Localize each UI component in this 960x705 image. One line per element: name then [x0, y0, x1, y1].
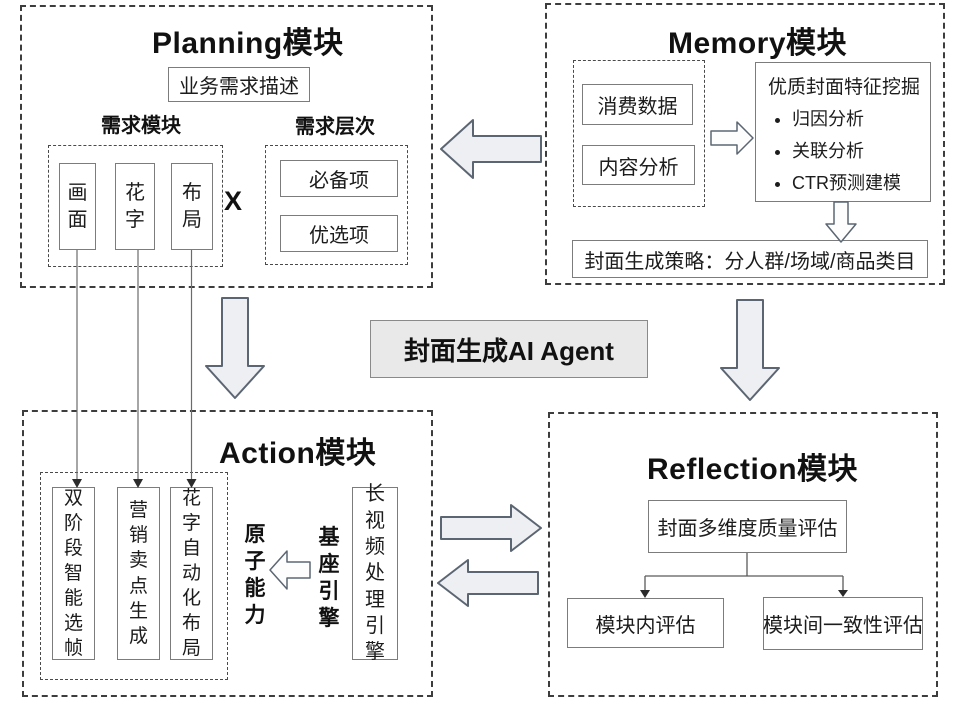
selling-point-box: 营销卖点生成 — [117, 487, 160, 660]
feature-bullet-attribution: 归因分析 — [792, 105, 924, 131]
reflection-module-title: Reflection模块 — [647, 453, 859, 486]
base-engine-label: 基座引擎 — [318, 526, 340, 630]
inter-module-eval-label: 模块间一致性评估 — [763, 615, 923, 637]
business-requirement-box: 业务需求描述 — [168, 67, 310, 102]
cover-strategy-label: 封面生成策略：分人群/场域/商品类目 — [584, 250, 916, 273]
frame-selection-label: 双阶段智能选帧 — [63, 487, 83, 660]
inter-module-eval-box: 模块间一致性评估 — [763, 597, 923, 650]
arrow-planning-to-action-icon — [205, 297, 265, 399]
preferred-item-box: 优选项 — [280, 215, 398, 252]
reflection-module-frame — [548, 412, 938, 697]
arrow-feature-to-strategy-icon — [825, 201, 857, 243]
cover-strategy-box: 封面生成策略：分人群/场域/商品类目 — [572, 240, 928, 278]
demand-item-frame-label: 画面 — [67, 182, 88, 231]
feature-mining-box: 优质封面特征挖掘 归因分析 关联分析 CTR预测建模 — [755, 62, 931, 202]
intra-module-eval-label: 模块内评估 — [595, 614, 696, 637]
text-layout-box: 花字自动化布局 — [170, 487, 213, 660]
demand-item-text-box: 花字 — [115, 163, 155, 250]
atomic-capability-group — [40, 472, 228, 680]
arrow-engine-to-atomic-icon — [269, 550, 311, 590]
arrow-memory-to-planning-icon — [440, 119, 542, 179]
feature-bullet-correlation: 关联分析 — [792, 137, 924, 163]
cross-product-symbol: X — [224, 186, 243, 216]
arrow-reflection-to-action-icon — [437, 559, 539, 607]
quality-eval-label: 封面多维度质量评估 — [657, 518, 838, 540]
demand-level-label: 需求层次 — [295, 116, 375, 138]
action-module-frame — [22, 410, 433, 697]
selling-point-label: 营销卖点生成 — [128, 500, 148, 647]
action-module-title: Action模块 — [219, 437, 377, 470]
video-engine-label: 长视频处理引擎 — [365, 483, 385, 664]
content-analysis-box: 内容分析 — [582, 145, 695, 185]
demand-module-group — [48, 145, 223, 267]
planning-module-frame — [20, 5, 433, 288]
atomic-capability-label: 原子能力 — [244, 523, 266, 627]
consumption-data-box: 消费数据 — [582, 84, 693, 125]
demand-module-label: 需求模块 — [101, 115, 181, 137]
text-layout-label: 花字自动化布局 — [181, 487, 201, 660]
demand-level-group — [265, 145, 408, 265]
memory-module-title: Memory模块 — [668, 27, 848, 60]
demand-item-layout-box: 布局 — [171, 163, 213, 250]
arrow-data-to-feature-icon — [710, 121, 754, 155]
arrow-action-to-reflection-icon — [440, 504, 542, 552]
demand-item-layout-label: 布局 — [182, 182, 202, 231]
intra-module-eval-box: 模块内评估 — [567, 598, 724, 648]
feature-bullet-ctr: CTR预测建模 — [792, 169, 924, 195]
feature-mining-title: 优质封面特征挖掘 — [768, 77, 921, 98]
required-item-box: 必备项 — [280, 160, 398, 197]
cover-generation-agent-label: 封面生成AI Agent — [404, 335, 614, 366]
memory-module-frame — [545, 3, 945, 285]
quality-eval-box: 封面多维度质量评估 — [648, 500, 847, 553]
preferred-item-label: 优选项 — [309, 225, 369, 247]
demand-item-text-label: 花字 — [125, 182, 145, 231]
consumption-data-label: 消费数据 — [597, 96, 678, 118]
content-analysis-label: 内容分析 — [598, 156, 679, 179]
arrow-memory-to-reflection-icon — [720, 299, 780, 401]
video-engine-box: 长视频处理引擎 — [352, 483, 398, 663]
required-item-label: 必备项 — [309, 170, 369, 192]
business-requirement-label: 业务需求描述 — [179, 76, 299, 98]
demand-item-frame-box: 画面 — [59, 163, 96, 250]
memory-data-group — [573, 60, 705, 207]
planning-module-title: Planning模块 — [152, 27, 344, 60]
cover-generation-agent-box: 封面生成AI Agent — [370, 320, 648, 378]
frame-selection-box: 双阶段智能选帧 — [52, 487, 95, 660]
feature-mining-list: 归因分析 关联分析 CTR预测建模 — [768, 105, 924, 195]
